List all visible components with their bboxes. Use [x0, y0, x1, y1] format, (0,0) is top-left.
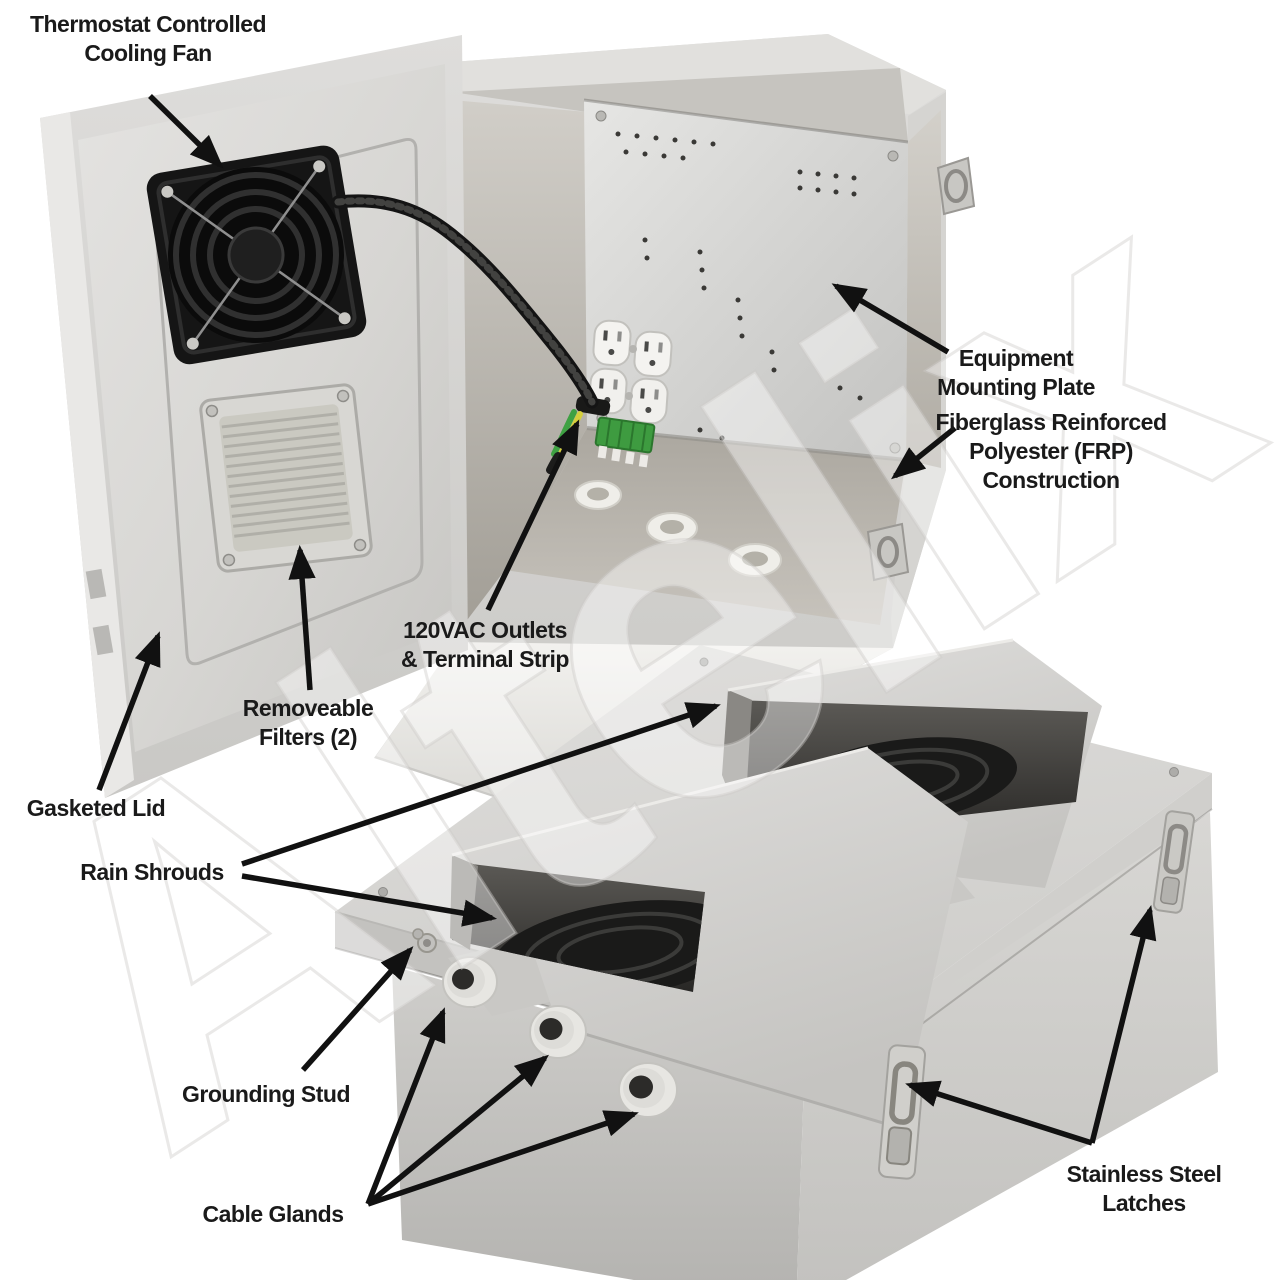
- cable-glands-group: [442, 956, 678, 1118]
- callout-cooling-fan: Thermostat Controlled Cooling Fan: [29, 11, 267, 66]
- lid-left-edge: [40, 112, 134, 798]
- callout-arrows: [96, 94, 1157, 1207]
- arrow-cable-gland-3: [367, 1110, 639, 1207]
- arrow-cable-gland-1: [365, 1007, 446, 1206]
- arrow-outlets: [485, 419, 580, 612]
- open-box-latch-bottom: [866, 522, 910, 582]
- callout-grounding-stud: Grounding Stud: [181, 1081, 351, 1107]
- arrow-latch-lower: [905, 1080, 1093, 1146]
- lid-hinge-tab: [92, 624, 114, 656]
- rain-shroud-front: [448, 746, 975, 1130]
- interior-left-wall: [452, 100, 587, 640]
- closed-enclosure: [334, 638, 1218, 1280]
- callout-cable-glands: Cable Glands: [202, 1201, 344, 1227]
- callout-stainless-steel-latches: Stainless Steel Latches: [1066, 1161, 1222, 1216]
- arrow-rain-shroud-rear: [241, 702, 721, 867]
- arrow-filters: [288, 544, 316, 691]
- callout-outlets-terminal-strip: 120VAC Outlets & Terminal Strip: [401, 617, 569, 672]
- cable-gland: [618, 1062, 678, 1118]
- interior-right-wall: [906, 110, 941, 468]
- callout-removeable-filters: Removeable Filters (2): [242, 695, 374, 750]
- arrow-cable-gland-2: [366, 1054, 549, 1207]
- arrow-grounding-stud: [300, 946, 414, 1072]
- arrow-latch-upper: [1089, 905, 1157, 1144]
- latch-upper: [1152, 810, 1196, 914]
- callout-frp-construction: Fiberglass Reinforced Polyester (FRP) Co…: [935, 409, 1167, 493]
- arrow-gasketed-lid: [96, 631, 161, 791]
- callout-equipment-mounting-plate: Equipment Mounting Plate: [937, 345, 1095, 400]
- arrow-frp: [891, 425, 957, 480]
- grounding-stud: [412, 928, 437, 953]
- arrow-rain-shroud-front: [241, 873, 498, 927]
- mounting-holes: [615, 131, 863, 441]
- lid-hinge-tab: [85, 568, 107, 600]
- gasketed-lid-panel: [40, 35, 468, 798]
- gland-locknuts: [574, 480, 782, 577]
- open-box-latch-top: [936, 156, 976, 216]
- interior-floor: [505, 428, 906, 625]
- arrow-mounting-plate: [831, 283, 950, 355]
- open-enclosure: [374, 34, 976, 822]
- callout-rain-shrouds: Rain Shrouds: [80, 859, 224, 885]
- interior-top-wall: [452, 68, 908, 142]
- cable-gland: [442, 956, 498, 1008]
- terminal-strip: [594, 416, 656, 468]
- callout-gasketed-lid: Gasketed Lid: [26, 795, 166, 821]
- removeable-filter: [199, 383, 373, 573]
- closed-body-left-face: [392, 966, 804, 1280]
- latch-lower: [877, 1044, 927, 1180]
- fan-power-cable: [331, 194, 599, 409]
- cooling-fan: [146, 145, 367, 365]
- arrow-cooling-fan: [148, 94, 224, 169]
- cable-gland: [529, 1005, 587, 1059]
- shroud-hood: [452, 748, 968, 1128]
